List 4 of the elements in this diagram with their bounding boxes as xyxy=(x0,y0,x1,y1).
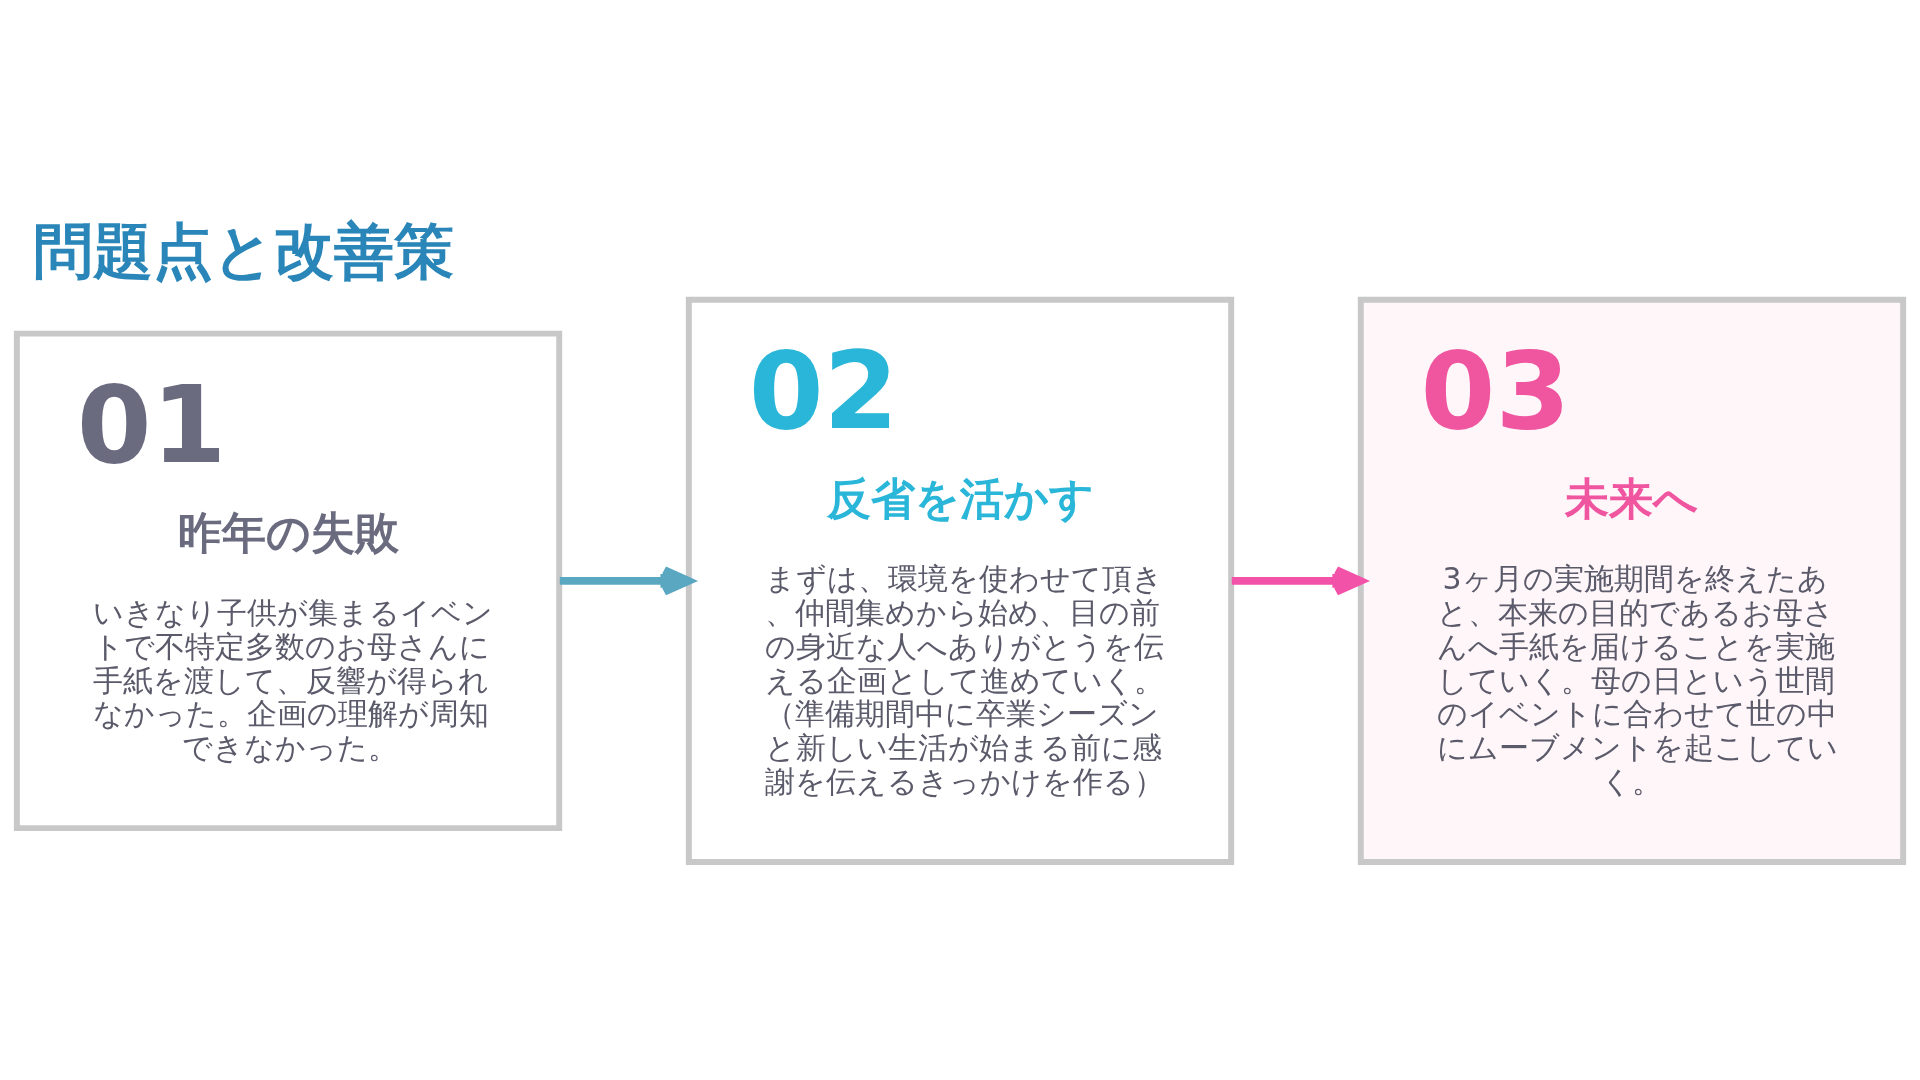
node-box: 03 未来へ 3ヶ月の実施期間を終えたあと、本来の目的であるお母さんへ手紙を届けることを実施していく。母の日という世間のイベントに合わせて世の中にムーブメントを起こしていく。 xyxy=(1357,296,1907,865)
diagram-title: 問題点と改善策 xyxy=(32,215,454,286)
node-box: 02 反省を活かす まずは、環境を使わせて頂き、仲間集めから始め、目の前の身近な人へありがとうを伝える企画として進めていく。（準備期間中に卒業シーズンと新しい生活が始まる前に感謝を伝えるきっかけを作る） xyxy=(685,296,1235,865)
node-box: 01 昨年の失敗 いきなり子供が集まるイベントで不特定多数のお母さんに手紙を渡して、反響が得られなかった。企画の理解が周知できなかった。 xyxy=(13,330,563,832)
